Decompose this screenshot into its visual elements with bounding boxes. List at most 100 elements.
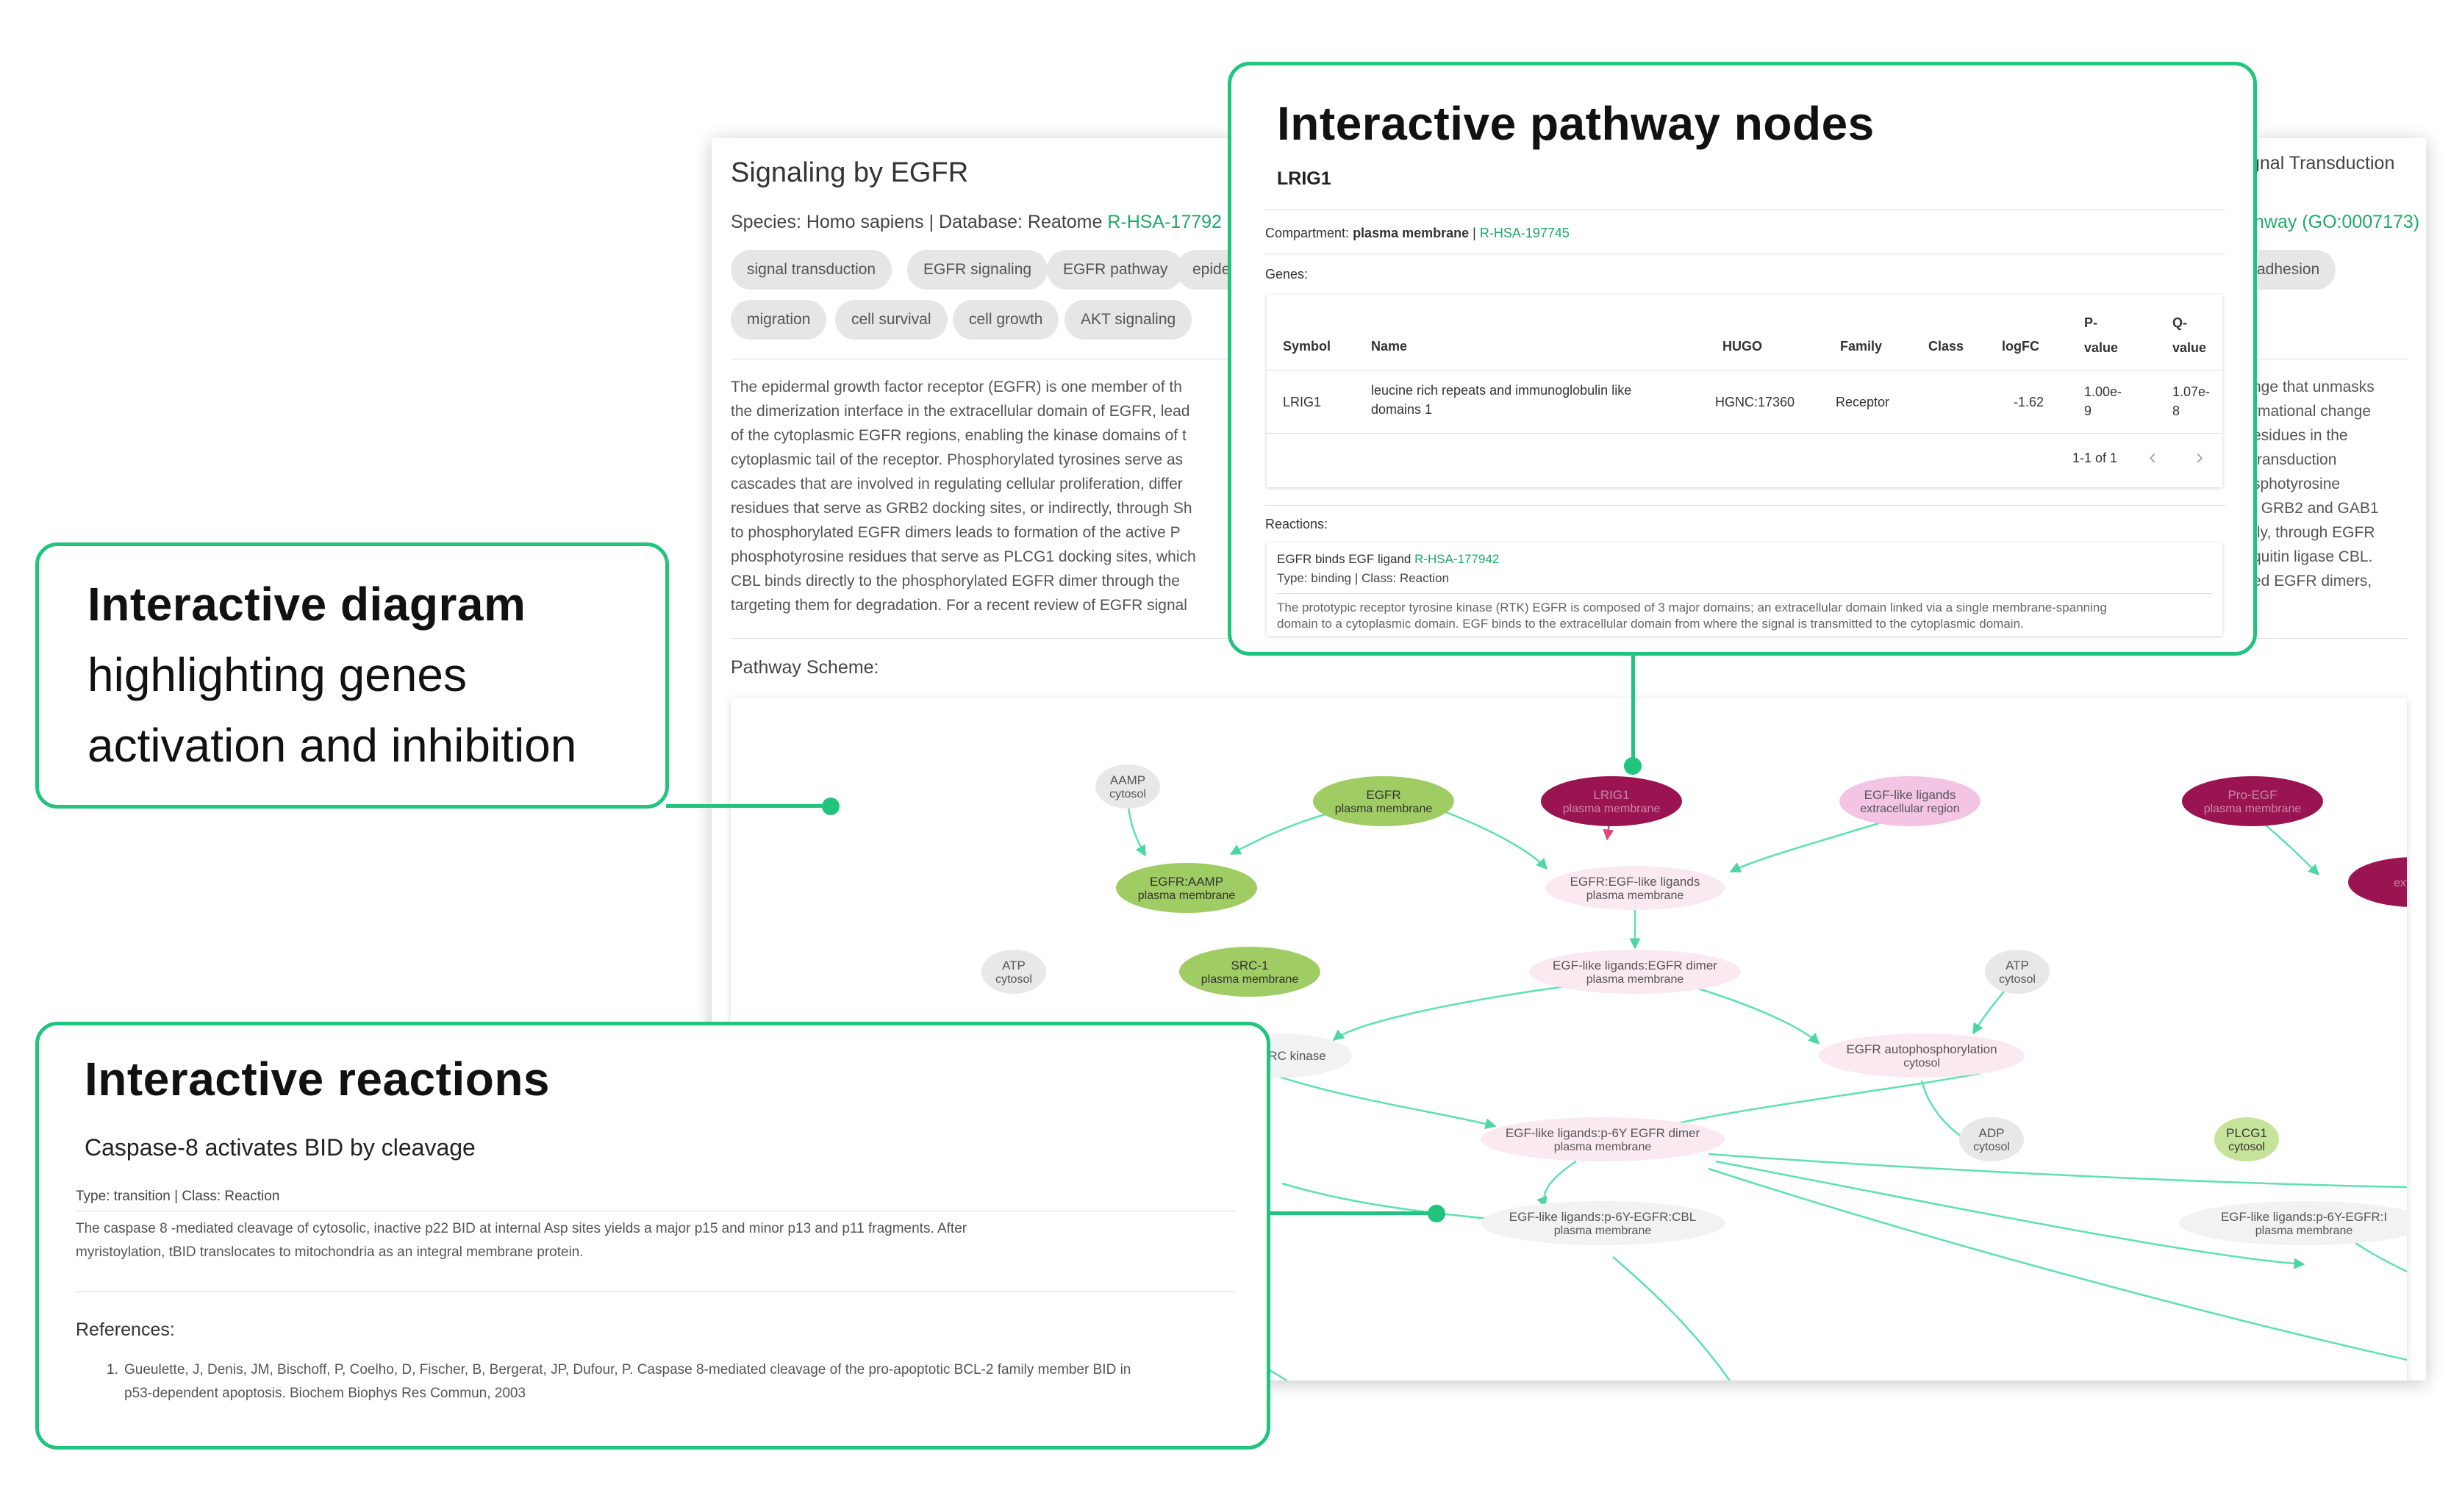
tag-signal-transduction[interactable]: signal transduction bbox=[731, 250, 892, 290]
node-compartment: cytosol bbox=[1109, 788, 1146, 800]
node-shape[interactable] bbox=[1985, 950, 2050, 994]
right-go-link[interactable]: hway (GO:0007173) bbox=[2254, 212, 2420, 232]
col-hugo[interactable]: HUGO bbox=[1722, 339, 1762, 354]
gene-qvalue: 8 bbox=[2172, 404, 2180, 418]
compartment-id-link[interactable]: R-HSA-197745 bbox=[1479, 226, 1570, 240]
node-name: LRIG1 bbox=[1277, 168, 1331, 189]
col-name[interactable]: Name bbox=[1371, 339, 1408, 354]
tag-egfr-pathway[interactable]: EGFR pathway bbox=[1047, 250, 1184, 290]
col-family[interactable]: Family bbox=[1840, 339, 1883, 354]
diagram-callout: Interactive diagram highlighting genes a… bbox=[35, 542, 669, 809]
species-text: Species: Homo sapiens | Database: Reatom… bbox=[731, 212, 1103, 232]
node-shape[interactable] bbox=[1313, 776, 1454, 826]
node-shape[interactable] bbox=[1179, 947, 1320, 997]
chevron-right-icon[interactable]: › bbox=[2196, 445, 2203, 469]
edge bbox=[1708, 1167, 2407, 1361]
pathway-description: The epidermal growth factor receptor (EG… bbox=[731, 379, 1196, 614]
reference-number: 1. bbox=[107, 1362, 118, 1377]
reaction-type: Type: binding | Class: Reaction bbox=[1277, 571, 1450, 585]
connector-dot bbox=[1428, 1205, 1445, 1222]
chevron-left-icon[interactable]: ‹ bbox=[2149, 445, 2156, 469]
col-pvalue-1[interactable]: P- bbox=[2084, 315, 2097, 330]
gene-symbol-link[interactable]: LRIG1 bbox=[1283, 395, 1322, 409]
node-shape[interactable] bbox=[1529, 950, 1741, 994]
pathway-id-link[interactable]: R-HSA-17792 bbox=[1107, 212, 1222, 232]
node-compartment: plasma membrane bbox=[1554, 1225, 1652, 1237]
node-shape[interactable] bbox=[1545, 866, 1725, 910]
callout-title: Interactive reactions bbox=[85, 1053, 550, 1106]
reaction-description: The caspase 8 -mediated cleavage of cyto… bbox=[76, 1221, 967, 1236]
node-shape[interactable] bbox=[2179, 1201, 2407, 1245]
node-label: PLCG1 bbox=[2226, 1126, 2267, 1140]
diagram-node-extr[interactable]: extracel bbox=[2348, 857, 2407, 907]
node-label: EGFR:EGF-like ligands bbox=[1570, 875, 1700, 889]
connector-line bbox=[1631, 654, 1635, 766]
scheme-label: Pathway Scheme: bbox=[731, 657, 879, 678]
node-shape[interactable] bbox=[1819, 1033, 2025, 1078]
callout-subtitle: highlighting genes bbox=[87, 648, 467, 701]
node-shape[interactable] bbox=[1481, 1117, 1725, 1161]
node-shape[interactable] bbox=[2348, 857, 2407, 907]
node-shape[interactable] bbox=[1095, 764, 1160, 809]
reaction-description: myristoylation, tBID translocates to mit… bbox=[76, 1244, 584, 1260]
divider bbox=[1277, 593, 2212, 594]
tag-cell-growth[interactable]: cell growth bbox=[953, 300, 1059, 340]
node-shape[interactable] bbox=[2182, 776, 2323, 826]
hugo-link[interactable]: HGNC:17360 bbox=[1715, 395, 1795, 409]
node-shape[interactable] bbox=[1116, 863, 1257, 913]
reaction-id-link[interactable]: R-HSA-177942 bbox=[1414, 552, 1500, 566]
gene-qvalue: 1.07e- bbox=[2172, 384, 2211, 399]
tag-egfr-signaling[interactable]: EGFR signaling bbox=[907, 250, 1048, 290]
reaction-item[interactable]: EGFR binds EGF ligand R-HSA-177942 Type:… bbox=[1267, 543, 2222, 636]
reaction-name-line: EGFR binds EGF ligand R-HSA-177942 bbox=[1277, 552, 1500, 566]
node-label: Pro-EGF bbox=[2228, 788, 2277, 802]
col-class[interactable]: Class bbox=[1928, 339, 1964, 354]
node-label: EGF-like ligands:p-6Y-EGFR:I bbox=[2221, 1210, 2387, 1224]
node-shape[interactable] bbox=[1541, 776, 1682, 826]
gene-name: leucine rich repeats and immunoglobulin … bbox=[1371, 383, 1632, 398]
reference-text: p53-dependent apoptosis. Biochem Biophys… bbox=[124, 1386, 526, 1401]
col-pvalue-2[interactable]: value bbox=[2084, 340, 2119, 355]
genes-label: Genes: bbox=[1265, 267, 1309, 282]
node-label: ADP bbox=[1979, 1126, 2005, 1140]
col-qvalue-2[interactable]: value bbox=[2172, 340, 2207, 355]
diagram-edges bbox=[1126, 793, 2407, 1380]
tag-akt-signaling[interactable]: AKT signaling bbox=[1065, 300, 1192, 340]
node-shape[interactable] bbox=[1839, 776, 1981, 826]
references-label: References: bbox=[76, 1319, 175, 1340]
col-logfc[interactable]: logFC bbox=[2002, 339, 2039, 354]
node-shape[interactable] bbox=[1481, 1201, 1725, 1245]
reaction-title: Caspase-8 activates BID by cleavage bbox=[85, 1134, 476, 1161]
tag-cell-survival[interactable]: cell survival bbox=[835, 300, 948, 340]
tag-migration[interactable]: migration bbox=[731, 300, 827, 340]
gene-logfc: -1.62 bbox=[2014, 395, 2044, 409]
col-symbol[interactable]: Symbol bbox=[1283, 339, 1331, 354]
node-shape[interactable] bbox=[981, 950, 1046, 994]
node-shape[interactable] bbox=[2214, 1117, 2279, 1161]
node-label: EGF-like ligands bbox=[1864, 788, 1956, 802]
reactions-callout: Interactive reactions Caspase-8 activate… bbox=[35, 1022, 1270, 1450]
node-label: EGFR autophosphorylation bbox=[1846, 1042, 1997, 1056]
col-qvalue-1[interactable]: Q- bbox=[2172, 315, 2187, 330]
node-shape[interactable] bbox=[1959, 1117, 2024, 1161]
edge bbox=[1281, 1182, 1519, 1227]
